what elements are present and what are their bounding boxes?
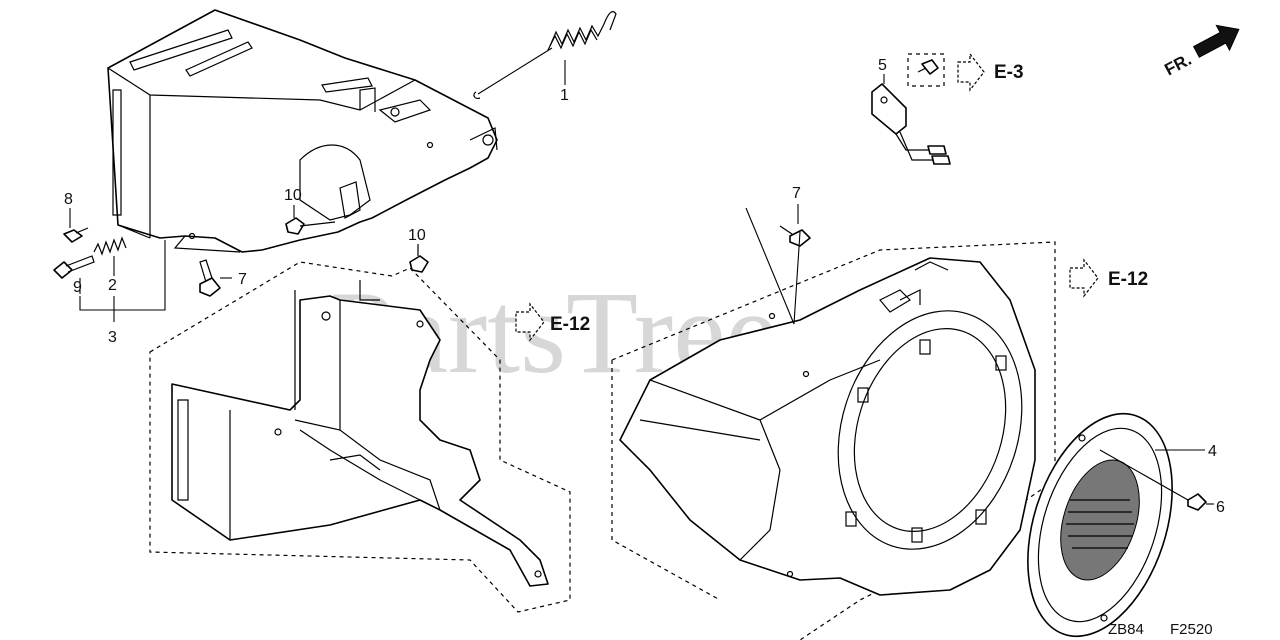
diode-part-5 [871, 83, 951, 165]
lower-air-guide-assembly [149, 261, 571, 613]
upper-air-shroud [107, 9, 498, 253]
callout-3: 3 [108, 329, 117, 346]
callout-10a: 10 [284, 187, 302, 204]
reference-arrow-icon [515, 302, 545, 342]
leader-7b-fan [745, 207, 801, 325]
bolt-part-7-left [199, 259, 221, 297]
spring-part-1 [473, 11, 617, 99]
bolt-part-9 [53, 255, 95, 279]
callout-7a: 7 [238, 271, 247, 288]
callout-10b: 10 [408, 227, 426, 244]
spring-part-2 [93, 236, 127, 256]
screw-e3 [907, 53, 945, 87]
diagram-code-2: F2520 [1170, 621, 1213, 638]
bolt-part-10-upper [285, 217, 336, 235]
reference-e12-left[interactable]: E-12 [550, 314, 590, 335]
callout-7b: 7 [792, 185, 801, 202]
front-orientation-indicator: FR. [1161, 24, 1240, 80]
fan-cover-screen-part-4 [1027, 412, 1173, 638]
bolt-part-10-lower [409, 244, 429, 273]
forward-arrow-icon [1192, 24, 1240, 58]
callout-6: 6 [1216, 499, 1225, 516]
fan-shroud-assembly [611, 241, 1056, 640]
callout-2: 2 [108, 277, 117, 294]
callout-1: 1 [560, 87, 569, 104]
bracket-3 [79, 240, 166, 311]
reference-arrow-icon [957, 52, 985, 92]
callout-5: 5 [878, 57, 887, 74]
reference-arrow-icon [1069, 258, 1099, 298]
reference-e3[interactable]: E-3 [994, 62, 1024, 83]
diagram-code-1: ZB84 [1108, 621, 1144, 638]
bolt-part-8 [63, 227, 89, 243]
callout-9: 9 [73, 279, 82, 296]
bolt-part-7-right [779, 225, 811, 247]
bolt-part-6 [1099, 449, 1207, 511]
callout-8: 8 [64, 191, 73, 208]
orientation-label: FR. [1161, 50, 1194, 80]
callout-4: 4 [1208, 443, 1217, 460]
reference-e12-right[interactable]: E-12 [1108, 269, 1148, 290]
